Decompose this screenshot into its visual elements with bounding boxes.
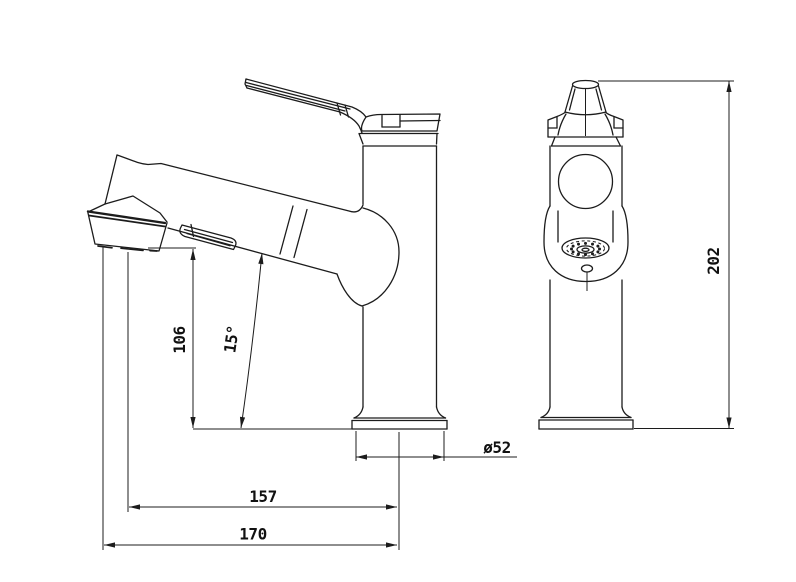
dimension-label-o52: ø52 bbox=[483, 438, 510, 457]
aerator bbox=[561, 237, 610, 259]
base-side bbox=[351, 406, 448, 430]
spout-body bbox=[104, 154, 400, 307]
spray-head bbox=[86, 195, 168, 252]
dimension-spout-reach: 157 bbox=[129, 487, 397, 510]
dimension-label-170: 170 bbox=[239, 525, 266, 544]
spout-pivot-circle bbox=[557, 153, 614, 210]
dimension-label-202: 202 bbox=[704, 247, 723, 274]
base-front bbox=[538, 406, 634, 430]
spray-shroud-front bbox=[543, 205, 629, 283]
handle-cap bbox=[358, 113, 441, 145]
pull-tab bbox=[179, 223, 237, 251]
dimensions: 106 15° ø52 157 170 bbox=[102, 80, 734, 550]
handle-knob-front bbox=[564, 79, 607, 136]
dimension-label-15deg: 15° bbox=[220, 324, 243, 354]
dimension-label-106: 106 bbox=[170, 326, 189, 353]
handle-lever bbox=[244, 78, 367, 134]
side-view bbox=[86, 78, 448, 430]
faucet-column-side bbox=[362, 145, 438, 408]
shroud-detail bbox=[580, 264, 594, 291]
dimension-overall-height: 202 bbox=[704, 81, 732, 429]
front-view bbox=[538, 79, 634, 430]
dimension-head-angle: 15° bbox=[220, 252, 264, 429]
dimension-overall-reach: 170 bbox=[104, 525, 397, 548]
dimension-outlet-height: 106 bbox=[170, 249, 196, 428]
faucet-column-front bbox=[549, 145, 623, 408]
dimension-label-157: 157 bbox=[249, 487, 276, 506]
dimension-base-diameter: ø52 bbox=[356, 438, 517, 460]
handle-cap-front bbox=[547, 111, 624, 147]
